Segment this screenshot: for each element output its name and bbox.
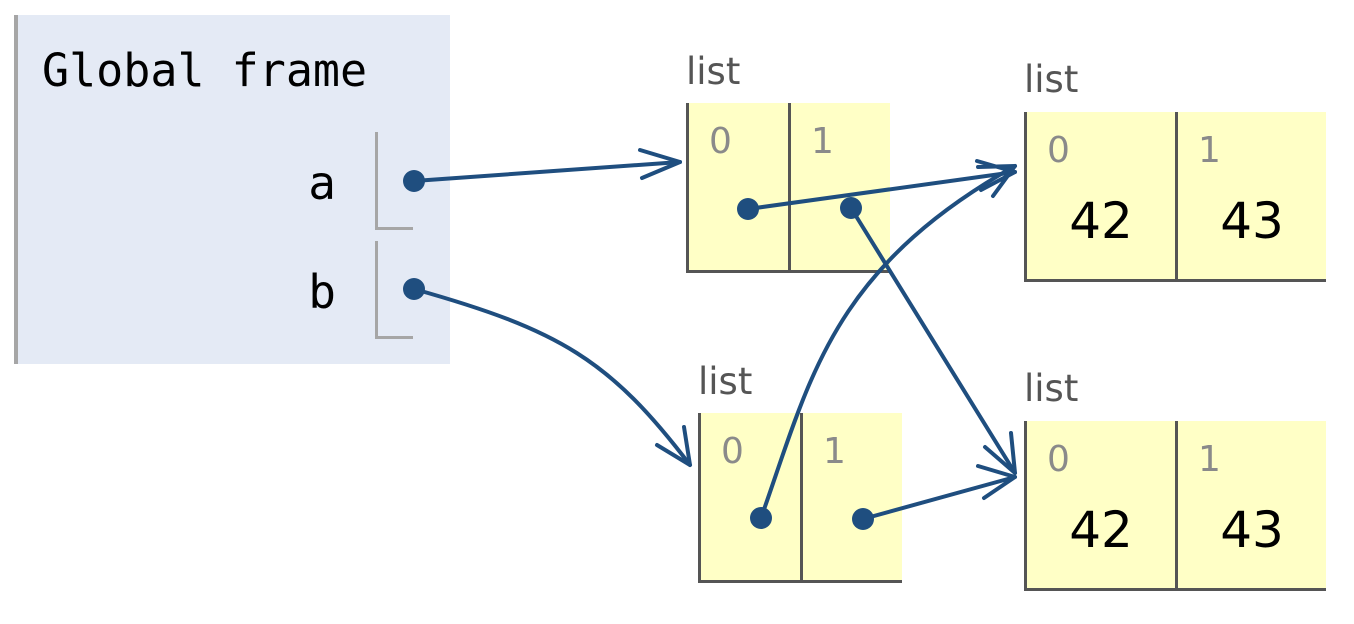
list-4: 0 42 1 43 <box>1024 421 1326 591</box>
list-3-label: list <box>698 360 753 403</box>
variable-a-name: a <box>308 156 336 210</box>
cell-index: 0 <box>1047 439 1070 480</box>
pointer-list1-0-arrow <box>746 170 1017 211</box>
list-3-cell-0: 0 <box>698 413 800 583</box>
list1-cell0-pointer-dot <box>737 198 759 220</box>
cell-index: 1 <box>811 121 834 162</box>
arrowhead <box>655 425 692 467</box>
list-4-cell-0: 0 42 <box>1024 421 1175 591</box>
arrowhead <box>983 431 1017 475</box>
cell-index: 1 <box>1198 439 1221 480</box>
variable-b-name: b <box>308 265 336 319</box>
frame-title: Global frame <box>42 44 368 97</box>
cell-value: 42 <box>1069 192 1133 250</box>
cell-value: 42 <box>1069 501 1133 559</box>
cell-index: 0 <box>1047 130 1070 171</box>
list-4-cell-1: 1 43 <box>1175 421 1326 591</box>
pointer-list3-0-arrow <box>759 164 1017 520</box>
list-2-label: list <box>1024 58 1079 101</box>
list-4-label: list <box>1024 367 1079 410</box>
list-2: 0 42 1 43 <box>1024 112 1326 282</box>
pointer-b-dot <box>403 278 425 300</box>
list1-cell1-pointer-dot <box>840 197 862 219</box>
cell-value: 43 <box>1220 501 1284 559</box>
pointer-b-arrow <box>412 287 692 467</box>
list3-cell1-pointer-dot <box>852 508 874 530</box>
cell-index: 1 <box>1198 130 1221 171</box>
cell-index: 1 <box>823 431 846 472</box>
cell-index: 0 <box>721 431 744 472</box>
cell-value: 43 <box>1220 192 1284 250</box>
pointer-a-dot <box>403 170 425 192</box>
arrowhead <box>638 148 682 180</box>
list-2-cell-1: 1 43 <box>1175 112 1326 282</box>
list-2-cell-0: 0 42 <box>1024 112 1175 282</box>
list-3: 0 1 <box>698 413 902 583</box>
pointer-list1-1-arrow <box>849 206 1017 475</box>
arrowhead <box>976 164 1017 198</box>
arrowhead <box>976 464 1017 500</box>
variable-a-slot <box>375 132 413 230</box>
pointer-a-arrow <box>412 160 682 183</box>
list3-cell0-pointer-dot <box>750 507 772 529</box>
list-1-cell-0: 0 <box>686 103 788 273</box>
list-1-label: list <box>686 50 741 93</box>
variable-b-slot <box>375 241 413 339</box>
arrowhead <box>975 159 1017 192</box>
list-3-cell-1: 1 <box>800 413 902 583</box>
cell-index: 0 <box>709 121 732 162</box>
pointer-list3-1-arrow <box>861 475 1017 521</box>
